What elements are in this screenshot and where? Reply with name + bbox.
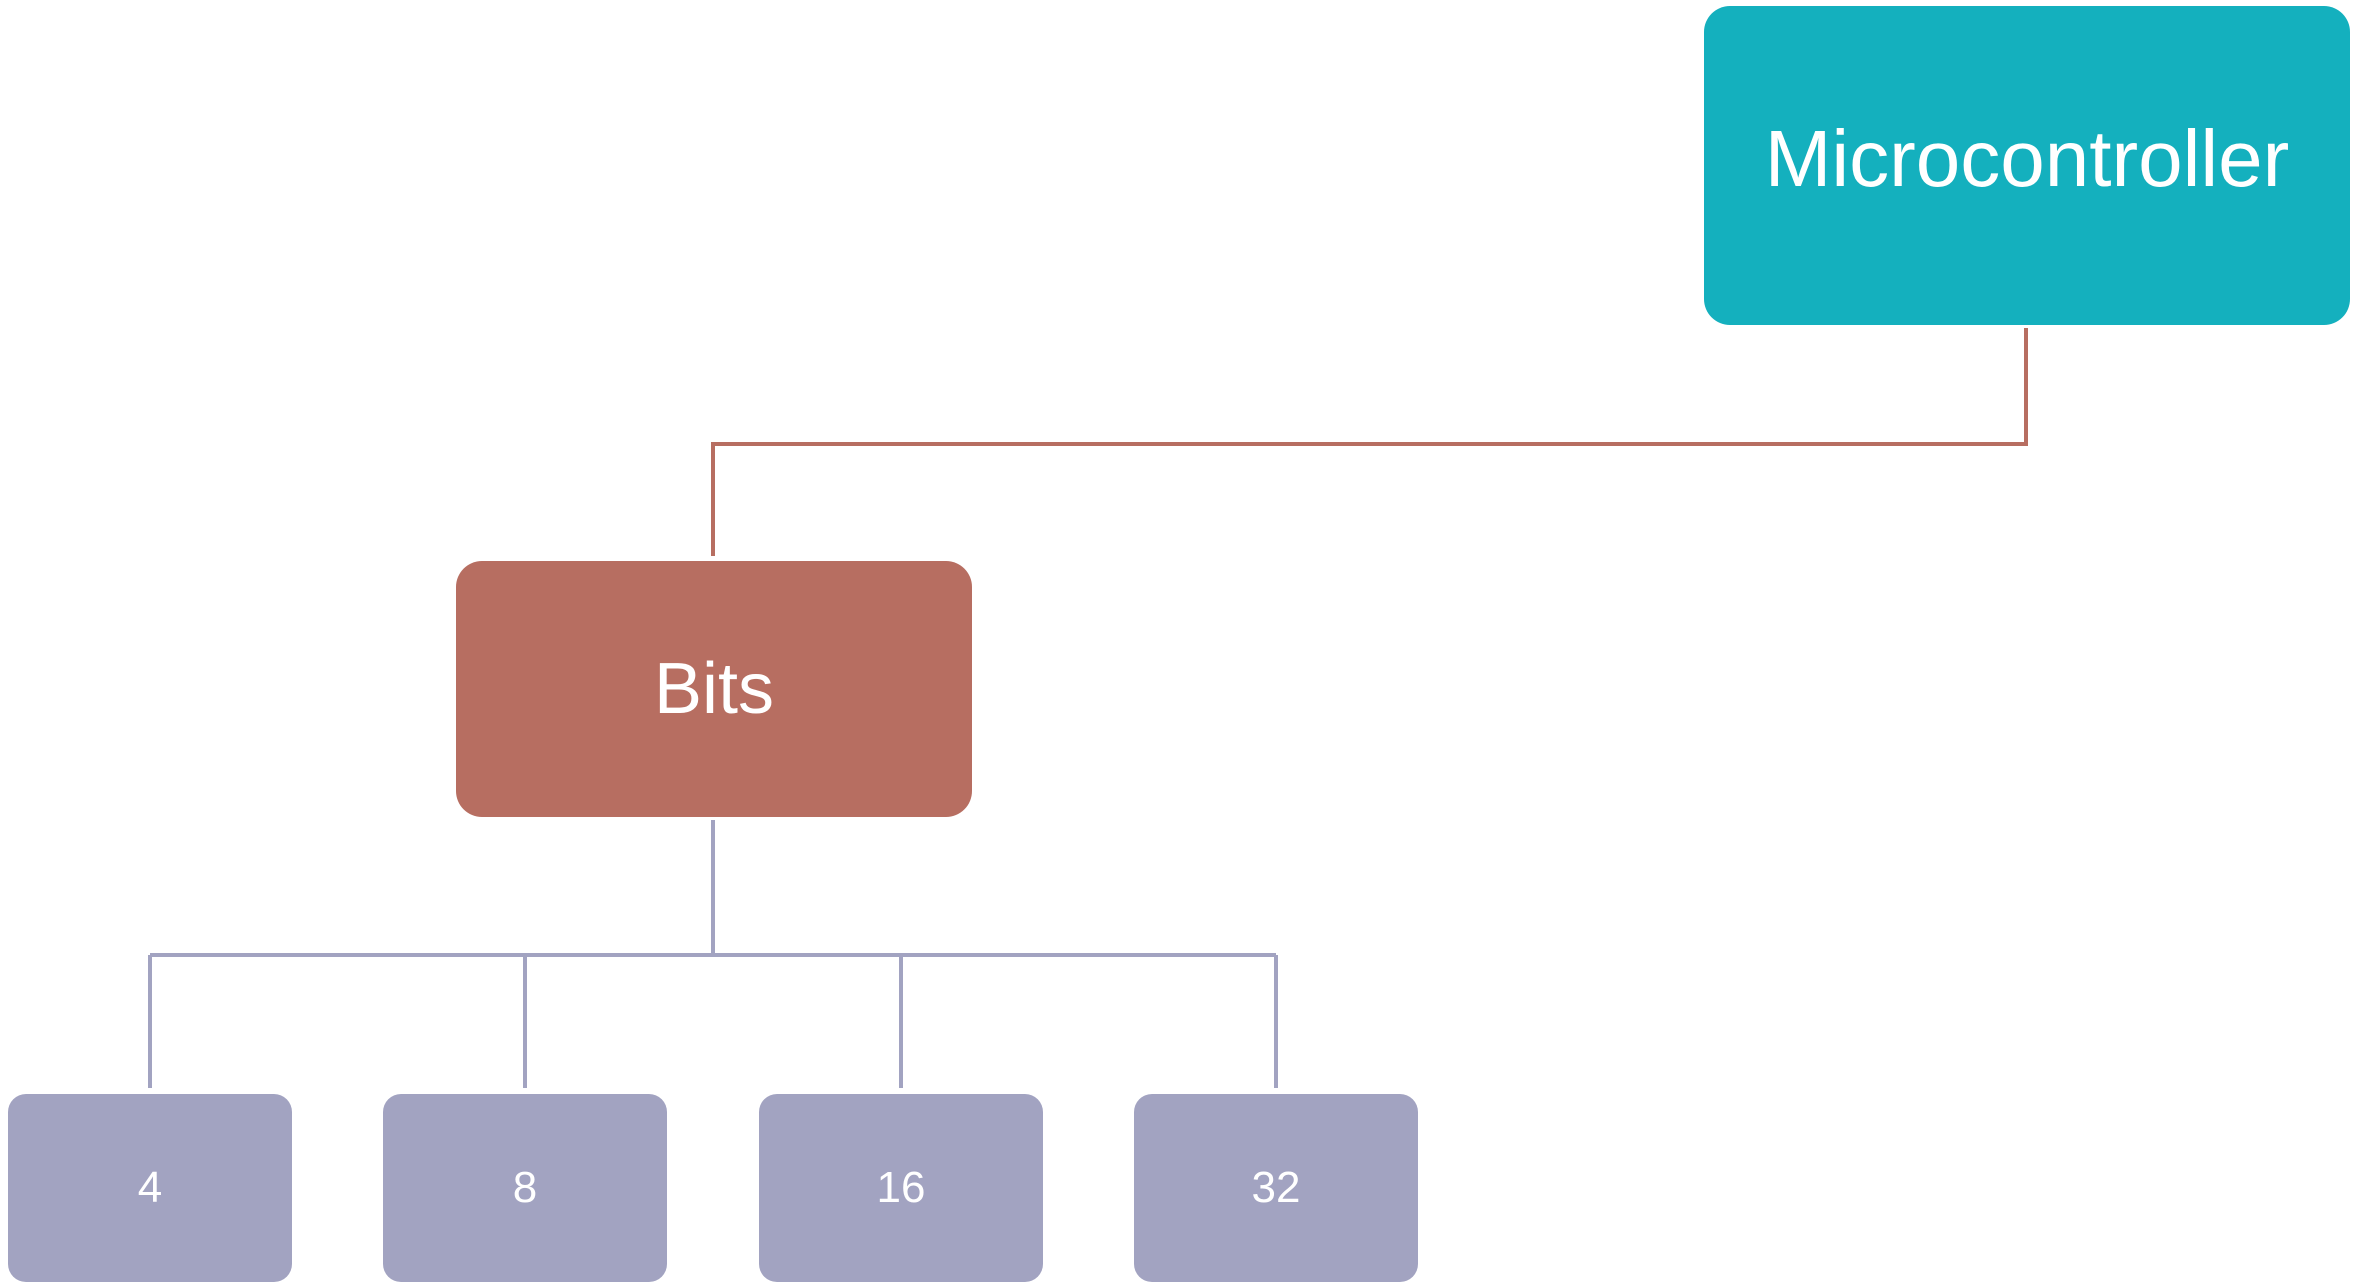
node-microcontroller[interactable]: Microcontroller <box>1704 6 2350 325</box>
node-leaf-label: 8 <box>512 1163 538 1212</box>
connector-root-to-bits <box>711 328 2028 556</box>
node-leaf-label: 4 <box>137 1163 163 1212</box>
node-microcontroller-label: Microcontroller <box>1764 113 2290 203</box>
node-leaf-label: 16 <box>876 1163 926 1212</box>
node-leaf-4[interactable]: 4 <box>8 1094 292 1282</box>
node-bits-label: Bits <box>653 649 775 729</box>
node-leaf-label: 32 <box>1251 1163 1301 1212</box>
node-bits[interactable]: Bits <box>456 561 972 817</box>
node-leaf-16[interactable]: 16 <box>759 1094 1043 1282</box>
node-leaf-32[interactable]: 32 <box>1134 1094 1418 1282</box>
node-leaf-8[interactable]: 8 <box>383 1094 667 1282</box>
